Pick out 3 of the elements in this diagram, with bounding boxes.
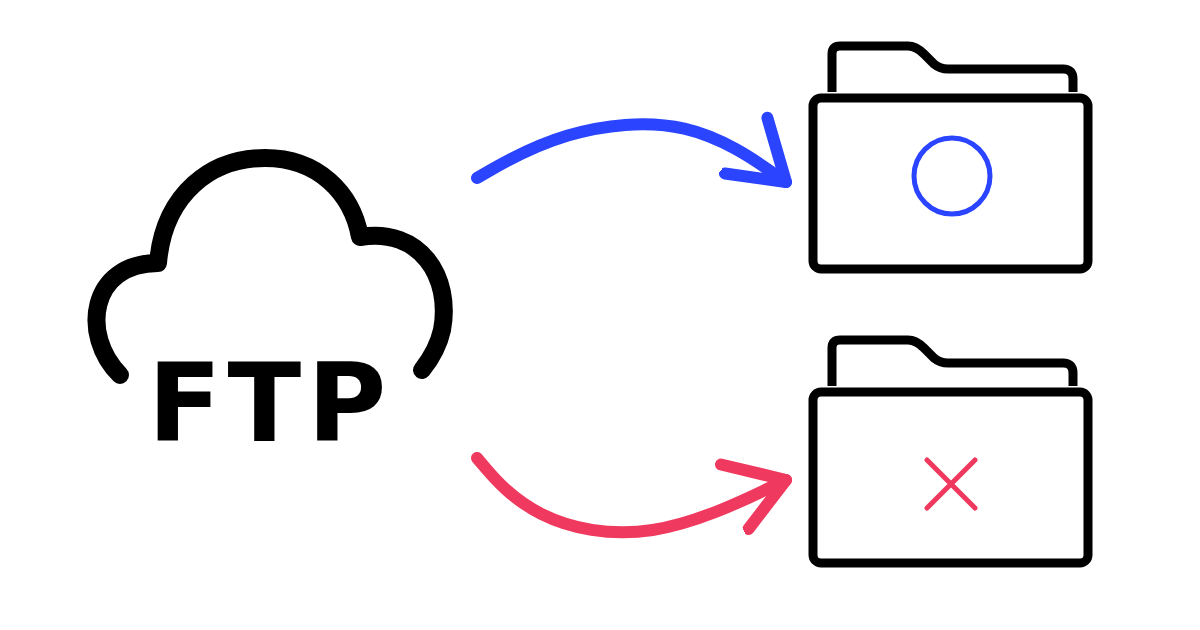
curved-arrow xyxy=(471,452,792,539)
node-label: FTP xyxy=(146,350,394,458)
curved-arrow xyxy=(471,111,792,188)
